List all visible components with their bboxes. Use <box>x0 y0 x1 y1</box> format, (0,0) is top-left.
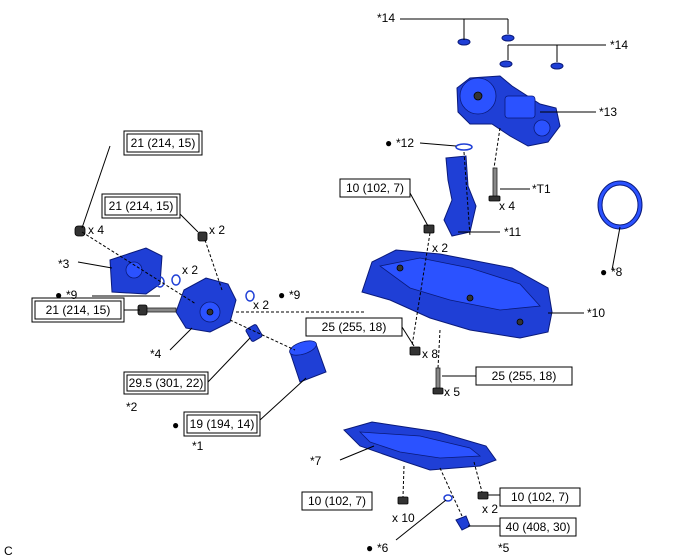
o-ring-part <box>455 143 473 151</box>
torque-spec-box-6: 25 (255, 18) <box>475 366 573 386</box>
part-label-7: *7 <box>310 454 322 468</box>
quantity-9: x 10 <box>392 511 415 525</box>
large-seal-ring-part <box>597 180 643 230</box>
bullet-1: ● <box>172 418 179 432</box>
svg-text:40 (408, 30): 40 (408, 30) <box>506 520 571 534</box>
svg-text:21 (214, 15): 21 (214, 15) <box>131 136 196 150</box>
quantity-6: x 2 <box>432 241 448 255</box>
torque-spec-box-8: 19 (194, 14) <box>183 411 261 437</box>
part-label-9b: *9 <box>289 288 301 302</box>
svg-text:25 (255, 18): 25 (255, 18) <box>322 320 387 334</box>
cover-part <box>109 247 163 295</box>
bullet-6: ● <box>366 541 373 555</box>
svg-text:21 (214, 15): 21 (214, 15) <box>46 303 111 317</box>
part-label-11: *11 <box>504 225 521 239</box>
union-part <box>245 324 263 342</box>
oil-pan-upper-part <box>361 249 553 339</box>
oil-filter-part <box>289 340 327 383</box>
torque-spec-box-7: 29.5 (301, 22) <box>123 371 209 395</box>
svg-text:10 (102, 7): 10 (102, 7) <box>511 490 569 504</box>
part-label-13: *13 <box>599 105 617 119</box>
part-label-14a: *14 <box>377 11 395 25</box>
quantity-8: x 5 <box>444 385 460 399</box>
svg-text:29.5 (301, 22): 29.5 (301, 22) <box>129 376 204 390</box>
bullet-8: ● <box>600 265 607 279</box>
bolt-parts-bottom <box>397 491 489 531</box>
torque-spec-box-10: 10 (102, 7) <box>499 487 581 507</box>
oil-strainer-part <box>443 155 477 237</box>
stud-bolt-part <box>488 167 501 202</box>
torque-spec-box-4: 10 (102, 7) <box>339 178 411 198</box>
quantity-2: x 2 <box>209 223 225 237</box>
svg-text:10 (102, 7): 10 (102, 7) <box>346 181 404 195</box>
torque-spec-box-11: 40 (408, 30) <box>499 517 577 537</box>
quantity-7: x 8 <box>422 347 438 361</box>
part-label-5: *5 <box>498 541 510 555</box>
bullet-12: ● <box>385 136 392 150</box>
quantity-10: x 2 <box>482 502 498 516</box>
quantity-5: x 4 <box>499 199 515 213</box>
part-label-10: *10 <box>587 306 605 320</box>
bullet-9b: ● <box>278 288 285 302</box>
quantity-4: x 2 <box>253 298 269 312</box>
part-label-2: *2 <box>126 400 138 414</box>
figure-letter: C <box>4 544 13 558</box>
torque-spec-box-2: 21 (214, 15) <box>101 193 181 219</box>
svg-text:19 (194, 14): 19 (194, 14) <box>190 417 255 431</box>
o-ring-right-part <box>245 290 255 302</box>
part-label-14b: *14 <box>610 38 628 52</box>
torque-spec-box-9: 10 (102, 7) <box>301 491 373 511</box>
oil-filter-bracket-part <box>175 277 237 333</box>
part-label-9a: *9 <box>66 288 78 302</box>
balancer-assembly-part <box>456 75 561 147</box>
bolt-parts-pan <box>409 224 444 395</box>
torque-spec-box-1: 21 (214, 15) <box>123 130 203 156</box>
torque-spec-box-3: 21 (214, 15) <box>31 297 125 323</box>
torque-spec-box-5: 25 (255, 18) <box>305 317 403 337</box>
part-label-4: *4 <box>150 347 162 361</box>
bolt-parts-left <box>74 225 208 316</box>
part-label-1: *1 <box>192 439 204 453</box>
part-label-6: *6 <box>377 541 389 555</box>
part-label-3: *3 <box>58 257 70 271</box>
svg-text:21 (214, 15): 21 (214, 15) <box>109 199 174 213</box>
part-label-8: *8 <box>611 265 623 279</box>
svg-text:25 (255, 18): 25 (255, 18) <box>492 369 557 383</box>
part-label-12: *12 <box>396 136 414 150</box>
seal-parts-top <box>457 34 564 70</box>
bullet-9a: ● <box>55 288 62 302</box>
svg-text:10 (102, 7): 10 (102, 7) <box>308 494 366 508</box>
quantity-3: x 2 <box>182 263 198 277</box>
oil-pan-lower-part <box>343 421 497 471</box>
quantity-1: x 4 <box>88 223 104 237</box>
o-rings-left-part <box>155 274 181 288</box>
part-label-t1: *T1 <box>532 182 551 196</box>
